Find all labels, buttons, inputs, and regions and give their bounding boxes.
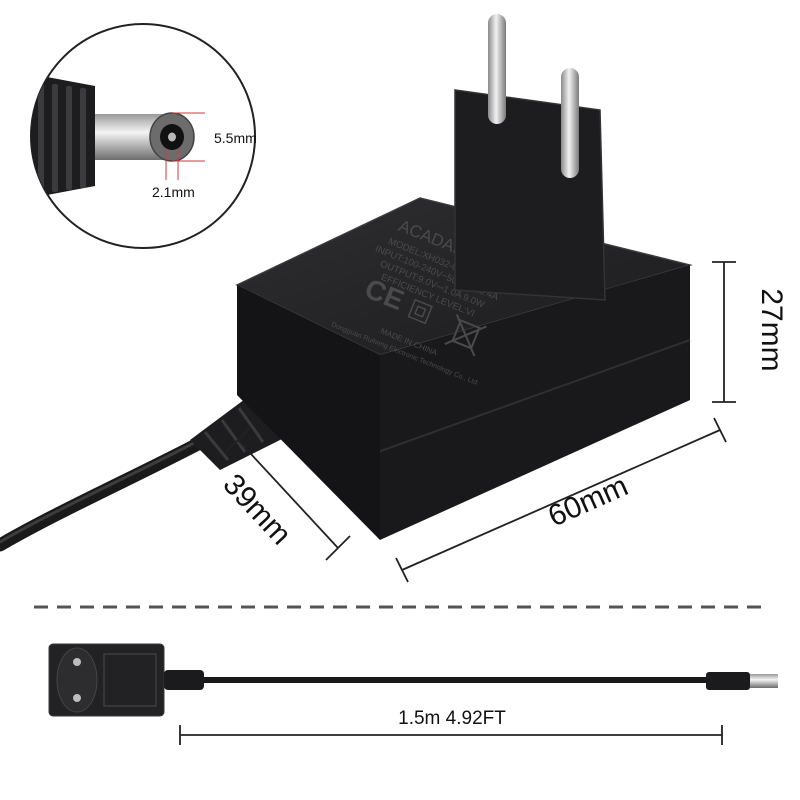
dimension-cable: 1.5m 4.92FT xyxy=(179,708,723,745)
diameter-markers xyxy=(165,112,205,180)
small-dc-plug xyxy=(706,672,750,690)
plug-pin-left xyxy=(488,14,506,124)
outer-diameter-label: 5.5mm xyxy=(214,130,257,146)
connector-inset: 5.5mm 2.1mm xyxy=(30,23,257,249)
small-strain-relief xyxy=(164,670,204,690)
small-plug-face xyxy=(56,647,98,713)
depth-label: 39mm xyxy=(216,468,297,551)
full-length-view xyxy=(48,643,778,717)
dimension-height: 27mm xyxy=(712,261,788,403)
double-insulation-icon xyxy=(407,298,433,325)
inner-diameter-label: 2.1mm xyxy=(152,184,195,200)
plug-pin-right xyxy=(561,68,579,178)
length-label: 60mm xyxy=(543,469,633,533)
cable-length-label: 1.5m 4.92FT xyxy=(398,708,506,729)
plug-plate xyxy=(455,90,605,300)
eu-plug xyxy=(454,14,606,301)
height-label: 27mm xyxy=(755,288,788,371)
weee-bin-icon xyxy=(444,314,487,357)
